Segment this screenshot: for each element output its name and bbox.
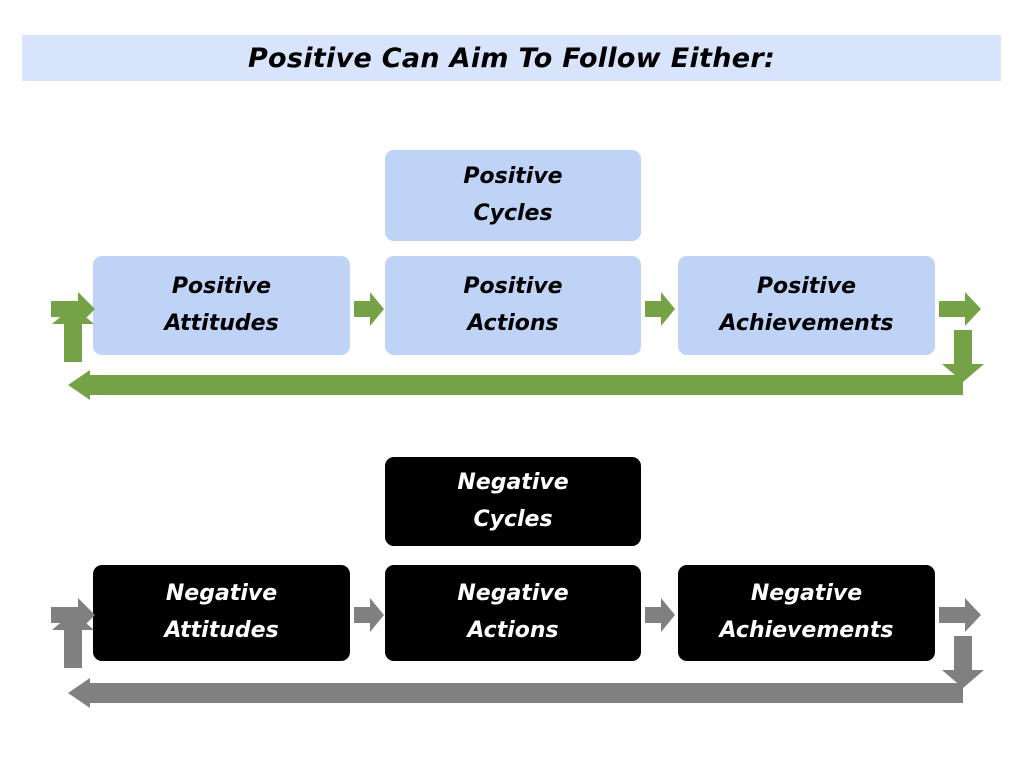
positive-return-band-arrow-left-icon [68, 370, 963, 400]
positive-cycles-line-2: Cycles [473, 200, 553, 226]
negative-cycles-label-box: Negative Cycles [385, 457, 641, 546]
negative-arrow-attitudes-to-actions-icon [354, 598, 384, 632]
negative-feedback-arrow-up-icon [52, 612, 94, 668]
positive-attitudes-line-1: Positive [171, 273, 272, 299]
positive-return-arrow-down-icon [942, 330, 984, 382]
page-title-banner: Positive Can Aim To Follow Either: [22, 35, 1001, 81]
negative-cycles-line-2: Cycles [473, 506, 553, 532]
negative-return-arrow-down-icon [942, 636, 984, 688]
negative-cycles-line-1: Negative [457, 469, 569, 495]
negative-return-band-arrow-left-icon [68, 678, 963, 708]
negative-arrow-actions-to-achievements-icon [645, 598, 675, 632]
negative-attitudes-box: Negative Attitudes [93, 565, 350, 661]
positive-arrow-attitudes-to-actions-icon [354, 292, 384, 326]
page-title: Positive Can Aim To Follow Either: [247, 42, 776, 74]
positive-arrow-actions-to-achievements-icon [645, 292, 675, 326]
positive-exit-arrow-right-icon [939, 292, 981, 326]
negative-achievements-line-2: Achievements [719, 618, 894, 643]
negative-achievements-line-1: Negative [750, 581, 863, 607]
positive-cycles-label-box: Positive Cycles [385, 150, 641, 241]
negative-actions-line-2: Actions [467, 618, 559, 643]
positive-actions-box: Positive Actions [385, 256, 641, 355]
positive-achievements-line-1: Positive [756, 273, 857, 299]
positive-achievements-box: Positive Achievements [678, 256, 935, 355]
negative-actions-line-1: Negative [457, 581, 569, 607]
positive-attitudes-box: Positive Attitudes [93, 256, 350, 355]
positive-achievements-line-2: Achievements [719, 310, 894, 336]
positive-actions-line-2: Actions [467, 310, 559, 336]
positive-attitudes-line-2: Attitudes [164, 310, 279, 336]
negative-attitudes-line-1: Negative [165, 581, 278, 607]
positive-cycles-line-1: Positive [463, 163, 563, 189]
positive-actions-line-1: Positive [463, 273, 563, 299]
positive-feedback-arrow-up-icon [52, 306, 94, 362]
negative-attitudes-line-2: Attitudes [164, 618, 279, 643]
negative-achievements-box: Negative Achievements [678, 565, 935, 661]
negative-actions-box: Negative Actions [385, 565, 641, 661]
negative-exit-arrow-right-icon [939, 598, 981, 632]
